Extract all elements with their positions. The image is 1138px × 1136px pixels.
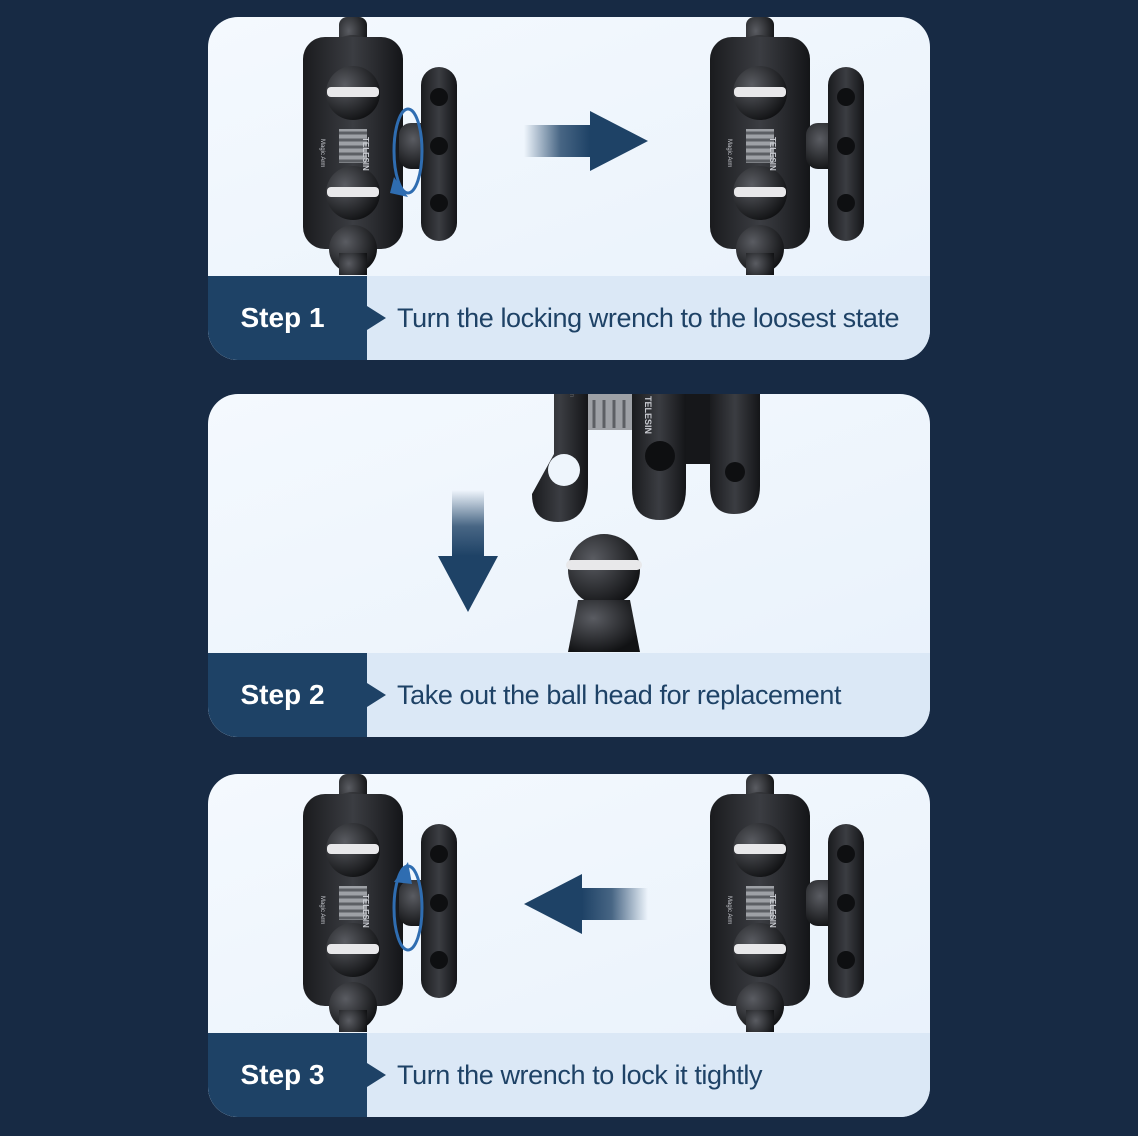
- model-mark: Magic Arm: [568, 394, 575, 397]
- magic-arm-icon: TELESIN Magic Arm: [301, 17, 459, 275]
- arrow-left-icon: [524, 874, 648, 934]
- brand-mark: TELESIN: [361, 894, 370, 928]
- brand-mark: TELESIN: [768, 894, 777, 928]
- step-3-illustration: TELESIN Magic Arm TELESIN Magic Arm: [208, 774, 930, 1032]
- rotate-arrow-icon: [392, 862, 424, 952]
- step-2-label: Step 2: [208, 653, 386, 737]
- step-2-illustration: TELESIN Magic Arm: [208, 394, 930, 652]
- step-3-card: TELESIN Magic Arm TELESIN Magic Arm Step…: [208, 774, 930, 1117]
- magic-arm-icon: TELESIN Magic Arm: [708, 17, 866, 275]
- step-2-bar: Step 2 Take out the ball head for replac…: [208, 653, 930, 737]
- arrow-down-icon: [438, 490, 498, 612]
- rotate-arrow-icon: [390, 107, 424, 197]
- model-mark: Magic Arm: [319, 139, 325, 167]
- step-3-bar: Step 3 Turn the wrench to lock it tightl…: [208, 1033, 930, 1117]
- model-mark: Magic Arm: [726, 896, 732, 924]
- clamp-arm-icon: TELESIN Magic Arm: [532, 394, 760, 522]
- step-1-text: Turn the locking wrench to the loosest s…: [397, 302, 900, 333]
- arrow-right-icon: [524, 111, 648, 171]
- step-2-card: TELESIN Magic Arm Step 2 Take out the ba…: [208, 394, 930, 737]
- ball-head-icon: [566, 534, 642, 652]
- step-3-text: Turn the wrench to lock it tightly: [397, 1059, 763, 1090]
- step-2-text: Take out the ball head for replacement: [397, 679, 842, 710]
- step-1-illustration: TELESIN Magic Arm TELESIN Magic Arm: [208, 17, 930, 275]
- brand-mark: TELESIN: [643, 396, 653, 434]
- model-mark: Magic Arm: [726, 139, 732, 167]
- magic-arm-icon: TELESIN Magic Arm: [301, 774, 459, 1032]
- magic-arm-icon: TELESIN Magic Arm: [708, 774, 866, 1032]
- brand-mark: TELESIN: [768, 137, 777, 171]
- model-mark: Magic Arm: [319, 896, 325, 924]
- step-1-label: Step 1: [208, 276, 386, 360]
- step-1-bar: Step 1 Turn the locking wrench to the lo…: [208, 276, 930, 360]
- step-1-card: TELESIN Magic Arm TELESIN Magic Arm Step…: [208, 17, 930, 360]
- step-3-label: Step 3: [208, 1033, 386, 1117]
- brand-mark: TELESIN: [361, 137, 370, 171]
